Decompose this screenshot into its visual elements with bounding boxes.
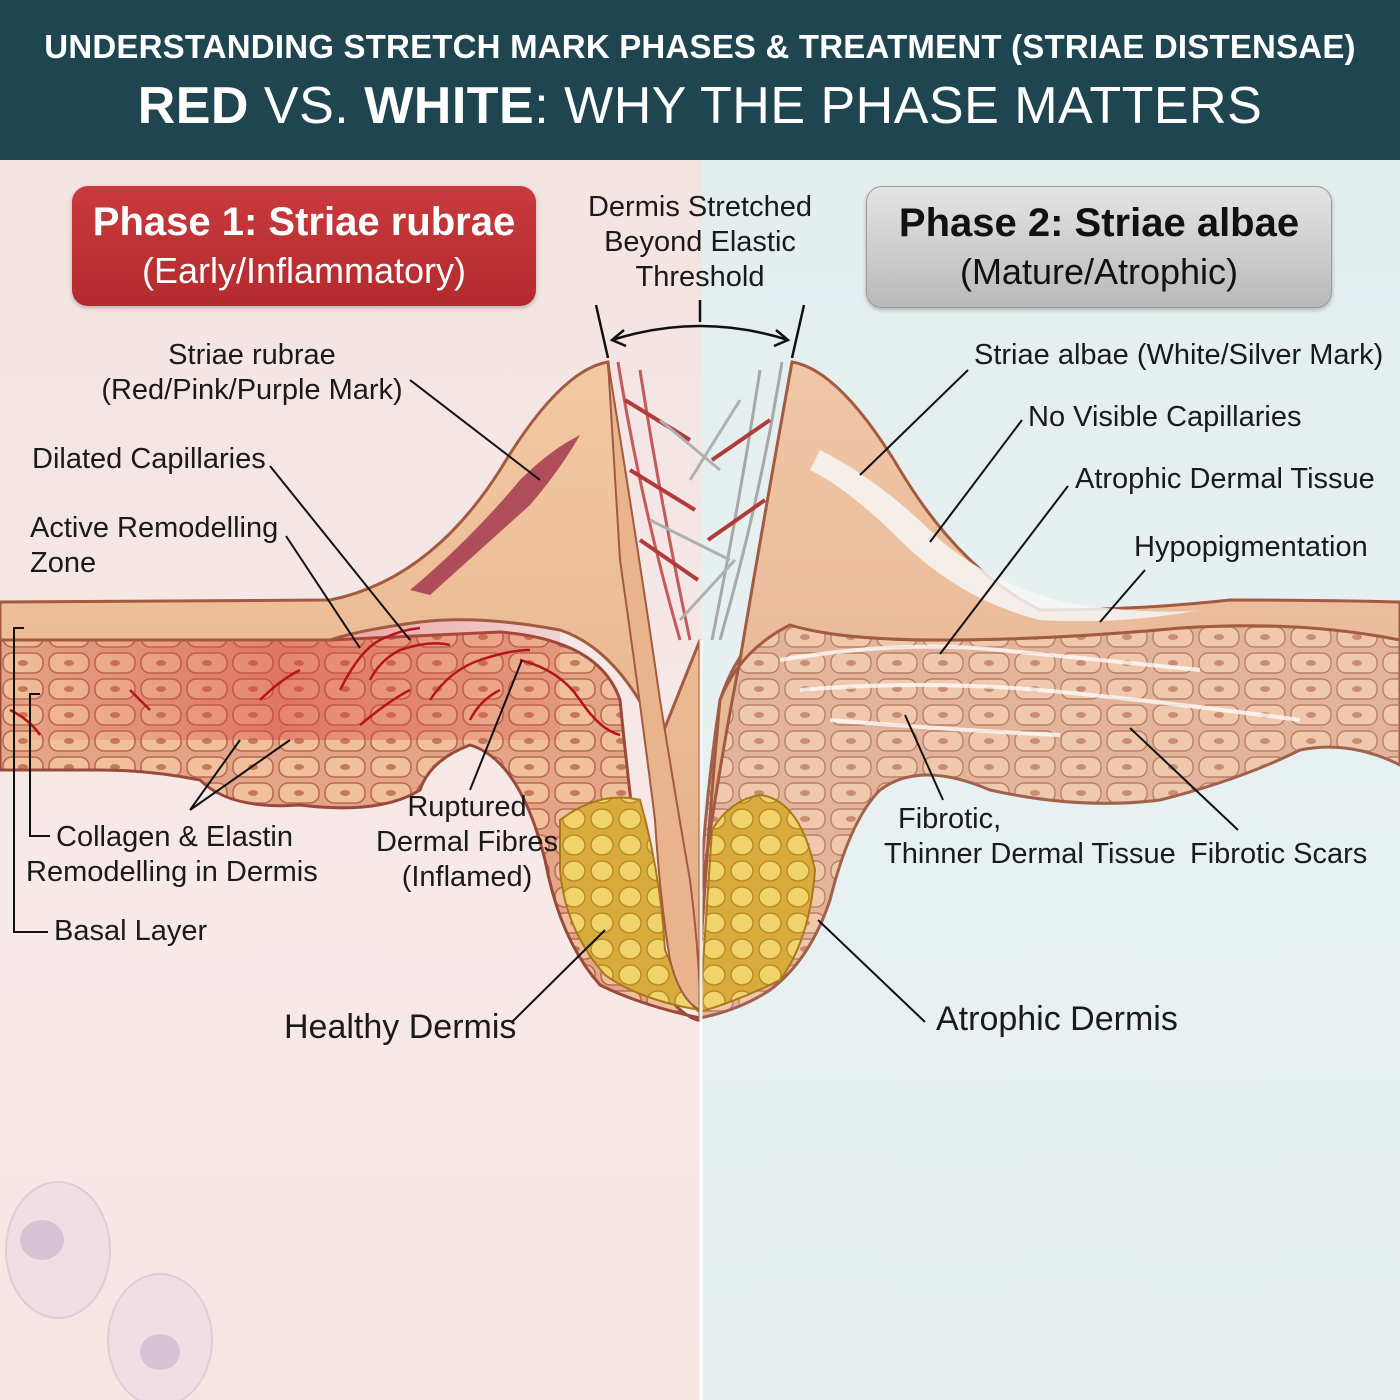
label-dilated-capillaries: Dilated Capillaries xyxy=(32,443,266,475)
right-fat-pocket xyxy=(699,793,817,1014)
header-banner: UNDERSTANDING STRETCH MARK PHASES & TREA… xyxy=(0,0,1400,160)
label-no-visible-capillaries: No Visible Capillaries xyxy=(1028,401,1302,433)
label-fibrotic-scars: Fibrotic Scars xyxy=(1190,838,1368,870)
striae-rubrae-mark xyxy=(410,435,580,595)
title-white-word: WHITE xyxy=(364,77,535,135)
center-stretch-label: Dermis Stretched Beyond Elastic Threshol… xyxy=(587,191,812,293)
label-fibrotic-thinner: Fibrotic, Thinner Dermal Tissue xyxy=(884,803,1176,870)
fibrotic-scars xyxy=(779,644,1301,737)
label-hypopigmentation: Hypopigmentation xyxy=(1134,531,1368,563)
label-striae-rubrae: Striae rubrae (Red/Pink/Purple Mark) xyxy=(101,339,403,406)
leader-lines-right xyxy=(817,369,1239,1023)
label-striae-albae: Striae albae (White/Silver Mark) xyxy=(974,339,1384,371)
label-ruptured-fibres: Ruptured Dermal Fibres (Inflamed) xyxy=(375,791,559,893)
striae-albae-mark xyxy=(810,450,1200,622)
phase-2-title: Phase 2: Striae albae xyxy=(898,201,1300,245)
phase-1-box: Phase 1: Striae rubrae (Early/Inflammato… xyxy=(72,186,536,306)
leader-lines-left xyxy=(189,379,606,1023)
title-red-word: RED xyxy=(137,77,249,135)
title-rest: : WHY THE PHASE MATTERS xyxy=(534,77,1263,135)
stretch-arrow xyxy=(594,300,806,359)
phase-2-subtitle: (Mature/Atrophic) xyxy=(959,251,1239,292)
label-atrophic-dermal-tissue: Atrophic Dermal Tissue xyxy=(1075,463,1375,495)
phase-2-box: Phase 2: Striae albae (Mature/Atrophic) xyxy=(866,186,1332,308)
label-healthy-dermis: Healthy Dermis xyxy=(284,1008,517,1046)
title-line-2: RED VS. WHITE: WHY THE PHASE MATTERS xyxy=(0,76,1400,136)
layer-brackets xyxy=(13,627,50,933)
label-basal-layer: Basal Layer xyxy=(54,915,208,947)
phase-1-title: Phase 1: Striae rubrae xyxy=(92,200,516,244)
label-active-remodelling: Active Remodelling Zone xyxy=(30,512,279,579)
label-collagen-elastin: Collagen & Elastin Remodelling in Dermis xyxy=(26,821,318,888)
title-vs: VS. xyxy=(248,77,365,135)
label-atrophic-dermis: Atrophic Dermis xyxy=(936,1000,1178,1038)
ruptured-fibres xyxy=(616,361,784,641)
title-line-1: UNDERSTANDING STRETCH MARK PHASES & TREA… xyxy=(44,28,1356,65)
phase-1-subtitle: (Early/Inflammatory) xyxy=(141,250,467,291)
